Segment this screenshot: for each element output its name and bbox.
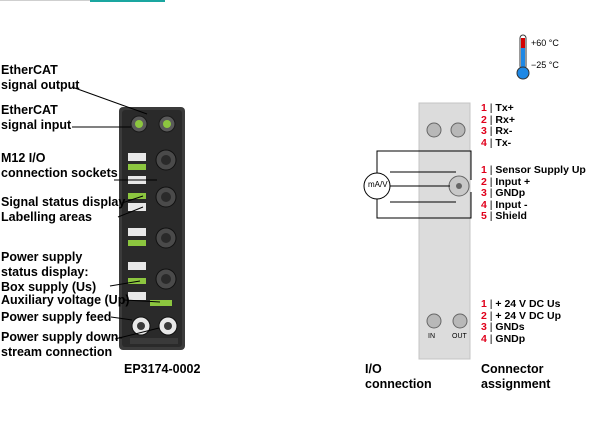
connector-in-label: IN bbox=[428, 333, 435, 340]
pin-number: 2 bbox=[481, 175, 487, 188]
label-power-feed: Power supply feed bbox=[1, 310, 112, 324]
top-accent-line bbox=[90, 0, 165, 2]
pin-row: 5 | Shield bbox=[481, 210, 527, 222]
label-power-downstream: Power supply down- stream connection bbox=[1, 330, 123, 359]
pin-row: 3 | Rx- bbox=[481, 125, 513, 137]
label-power-status: Power supply status display: Box supply … bbox=[1, 250, 97, 294]
pin-row: 4 | GNDp bbox=[481, 332, 526, 345]
pin-signal: + 24 V DC Up bbox=[495, 309, 562, 322]
pin-number: 2 bbox=[481, 113, 487, 126]
label-m12-sockets: M12 I/O connection sockets bbox=[1, 151, 118, 180]
pin-number: 4 bbox=[481, 136, 487, 149]
pin-signal: Tx+ bbox=[495, 102, 514, 114]
label-ethercat-output: EtherCAT signal output bbox=[1, 63, 80, 92]
device-caption: EP3174-0002 bbox=[124, 362, 201, 376]
pin-row: 1 | + 24 V DC Us bbox=[481, 298, 561, 310]
pin-signal: Tx- bbox=[495, 136, 512, 149]
io-caption: I/O connection bbox=[365, 362, 432, 391]
pin-signal: Sensor Supply Up bbox=[495, 164, 586, 176]
assign-caption: Connector assignment bbox=[481, 362, 551, 391]
pin-signal: Shield bbox=[495, 210, 527, 222]
pin-number: 2 bbox=[481, 309, 487, 322]
ethercat-in-connector bbox=[158, 115, 176, 133]
pin-number: 3 bbox=[481, 187, 487, 199]
pin-number: 3 bbox=[481, 125, 487, 137]
temp-min: −25 °C bbox=[531, 60, 559, 70]
pin-row: 4 | Input - bbox=[481, 198, 528, 211]
ethercat-out-connector bbox=[130, 115, 148, 133]
pin-row: 2 | Rx+ bbox=[481, 113, 515, 126]
pin-row: 1 | Sensor Supply Up bbox=[481, 164, 586, 176]
label-labelling-areas: Labelling areas bbox=[1, 210, 93, 224]
pin-number: 4 bbox=[481, 332, 487, 345]
pin-signal: GNDs bbox=[495, 321, 525, 333]
pin-number: 5 bbox=[481, 210, 487, 222]
pin-row: 3 | GNDs bbox=[481, 321, 525, 333]
pin-number: 1 bbox=[481, 164, 487, 176]
pin-row: 2 | Input + bbox=[481, 175, 531, 188]
label-signal-status: Signal status display bbox=[1, 195, 126, 209]
pin-signal: Rx- bbox=[495, 125, 513, 137]
pin-signal: Rx+ bbox=[495, 113, 515, 126]
connector-out-label: OUT bbox=[452, 333, 467, 340]
pin-signal: + 24 V DC Us bbox=[495, 298, 561, 310]
temp-max: +60 °C bbox=[531, 38, 559, 48]
pin-row: 4 | Tx- bbox=[481, 136, 512, 149]
pin-row: 1 | Tx+ bbox=[481, 102, 514, 114]
top-gray-line bbox=[0, 0, 90, 1]
pin-number: 1 bbox=[481, 298, 487, 310]
pin-signal: GNDp bbox=[495, 187, 526, 199]
pin-row: 2 | + 24 V DC Up bbox=[481, 309, 562, 322]
pin-signal: Input + bbox=[495, 175, 531, 188]
pin-number: 1 bbox=[481, 102, 487, 114]
sensor-label: mA/V bbox=[368, 180, 388, 189]
label-ethercat-input: EtherCAT signal input bbox=[1, 103, 72, 132]
pin-number: 3 bbox=[481, 321, 487, 333]
pin-row: 3 | GNDp bbox=[481, 187, 526, 199]
label-aux-voltage: Auxiliary voltage (Up) bbox=[1, 293, 130, 307]
pin-signal: GNDp bbox=[495, 332, 526, 345]
pin-number: 4 bbox=[481, 198, 487, 211]
pin-signal: Input - bbox=[495, 198, 528, 211]
